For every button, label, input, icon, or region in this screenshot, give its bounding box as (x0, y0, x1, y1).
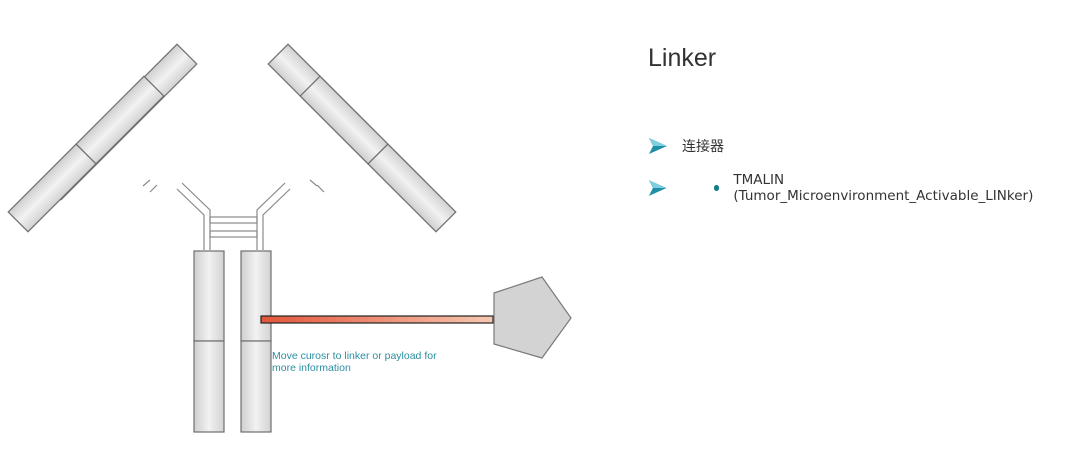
hint-text-line-1: Move curosr to linker or payload for (272, 350, 437, 362)
right-inner-chain-segment-2 (367, 143, 457, 233)
linker-bar[interactable] (260, 315, 494, 324)
fc-stem (193, 250, 272, 433)
bullet-dot-icon (713, 185, 720, 191)
stem-left-lower (193, 340, 225, 433)
hinge-region (142, 179, 325, 250)
stem-left-upper (193, 250, 225, 342)
arrow-icon (648, 180, 667, 196)
arrow-icon (649, 138, 667, 154)
left-arm (7, 43, 198, 233)
left-inner-chain-segment-2 (7, 143, 97, 233)
left-inner-chain-segment-1 (75, 75, 165, 165)
antibody-drug-conjugate-diagram: Move curosr to linker or payload for mor… (7, 43, 572, 433)
stem-right-lower (240, 340, 272, 433)
payload-pentagon[interactable] (493, 276, 572, 359)
left-inner-chain (7, 75, 165, 233)
panel-item-label: 连接器 (682, 139, 724, 155)
panel-title: Linker (648, 44, 717, 72)
panel-item-tmalin: TMALIN (Tumor_Microenvironment_Activable… (648, 172, 1080, 204)
panel-item-linker-cn: 连接器 (648, 134, 724, 158)
hint-text-line-2: more information (272, 362, 351, 374)
right-inner-chain-segment-1 (299, 75, 389, 165)
panel-item-label: TMALIN (Tumor_Microenvironment_Activable… (733, 172, 1034, 204)
stem-right-upper (240, 250, 272, 342)
right-inner-chain (299, 75, 457, 233)
right-arm (267, 43, 457, 233)
